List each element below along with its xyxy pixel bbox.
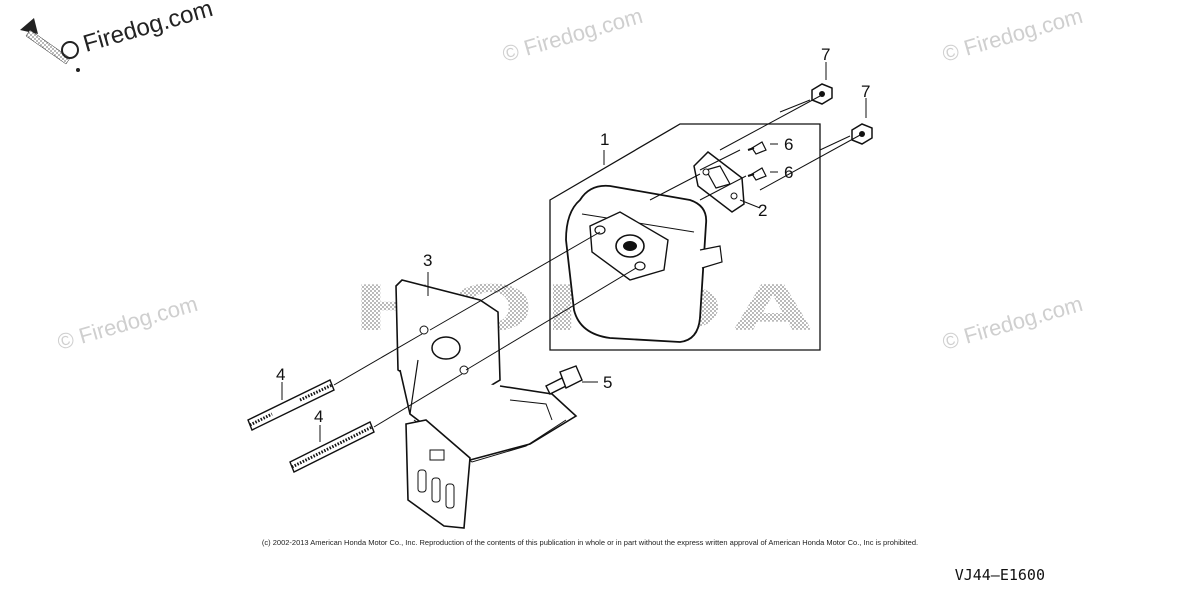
muffler[interactable] xyxy=(565,184,723,343)
diagram-code: VJ44—E1600 xyxy=(954,566,1045,584)
nut-left[interactable] xyxy=(811,83,833,105)
copyright-notice: (c) 2002-2013 American Honda Motor Co., … xyxy=(261,538,919,547)
callout-screw-lower: 6 xyxy=(784,163,793,182)
screw-lower[interactable] xyxy=(747,167,767,181)
callout-gasket: 2 xyxy=(758,201,767,220)
callout-muffler: 1 xyxy=(600,130,609,149)
watermark-mid-right: © Firedog.com xyxy=(939,291,1085,355)
assembly-lines xyxy=(281,62,867,442)
callout-protector: 3 xyxy=(423,251,432,270)
watermark-topleft: Firedog.com xyxy=(80,0,216,58)
muffler-group-frame xyxy=(549,123,821,351)
callout-screw-upper: 6 xyxy=(784,135,793,154)
watermark-mid-left: © Firedog.com xyxy=(54,291,200,355)
callout-nut-left: 7 xyxy=(821,45,830,64)
watermark-top-center: © Firedog.com xyxy=(499,3,645,67)
flange-bolt[interactable] xyxy=(545,365,583,395)
stud-bolt-lower[interactable] xyxy=(289,421,375,473)
callout-stud-bolt-upper: 4 xyxy=(276,365,285,384)
screw-upper[interactable] xyxy=(747,141,767,155)
callout-nut-right: 7 xyxy=(861,82,870,101)
protector[interactable] xyxy=(395,279,578,529)
watermark-top-right: © Firedog.com xyxy=(939,3,1085,67)
callout-stud-bolt-lower: 4 xyxy=(314,407,323,426)
stud-bolt-upper[interactable] xyxy=(247,379,335,431)
back-arrow-icon[interactable] xyxy=(20,18,80,72)
callout-flange-bolt: 5 xyxy=(603,373,612,392)
